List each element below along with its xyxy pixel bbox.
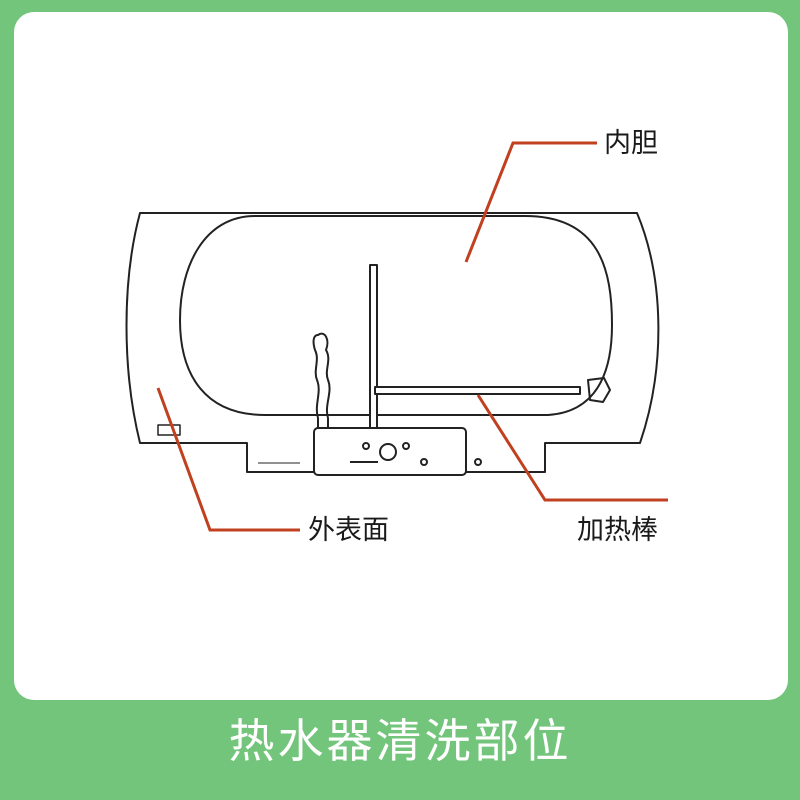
vertical-rod <box>369 264 378 436</box>
indicator-dot <box>362 442 370 450</box>
heating-rod <box>374 386 581 395</box>
control-panel <box>313 427 467 476</box>
label-heating-rod: 加热棒 <box>577 515 658 546</box>
heater-outer-shell <box>125 212 660 473</box>
content-card <box>14 12 788 700</box>
brand-badge <box>157 424 181 436</box>
page-caption: 热水器清洗部位 <box>228 714 572 768</box>
leader-inner-tank <box>464 141 597 263</box>
inner-tank-outline <box>179 215 613 416</box>
leader-heating-rod <box>476 394 668 502</box>
label-inner-tank: 内胆 <box>604 128 658 159</box>
label-outer-surface: 外表面 <box>308 515 389 546</box>
indicator-dot <box>402 442 410 450</box>
control-knob <box>379 443 397 461</box>
indicator-dot <box>420 458 428 466</box>
rod-connector <box>587 377 611 403</box>
leader-outer-surface <box>156 387 300 532</box>
indicator-dot <box>474 458 482 466</box>
